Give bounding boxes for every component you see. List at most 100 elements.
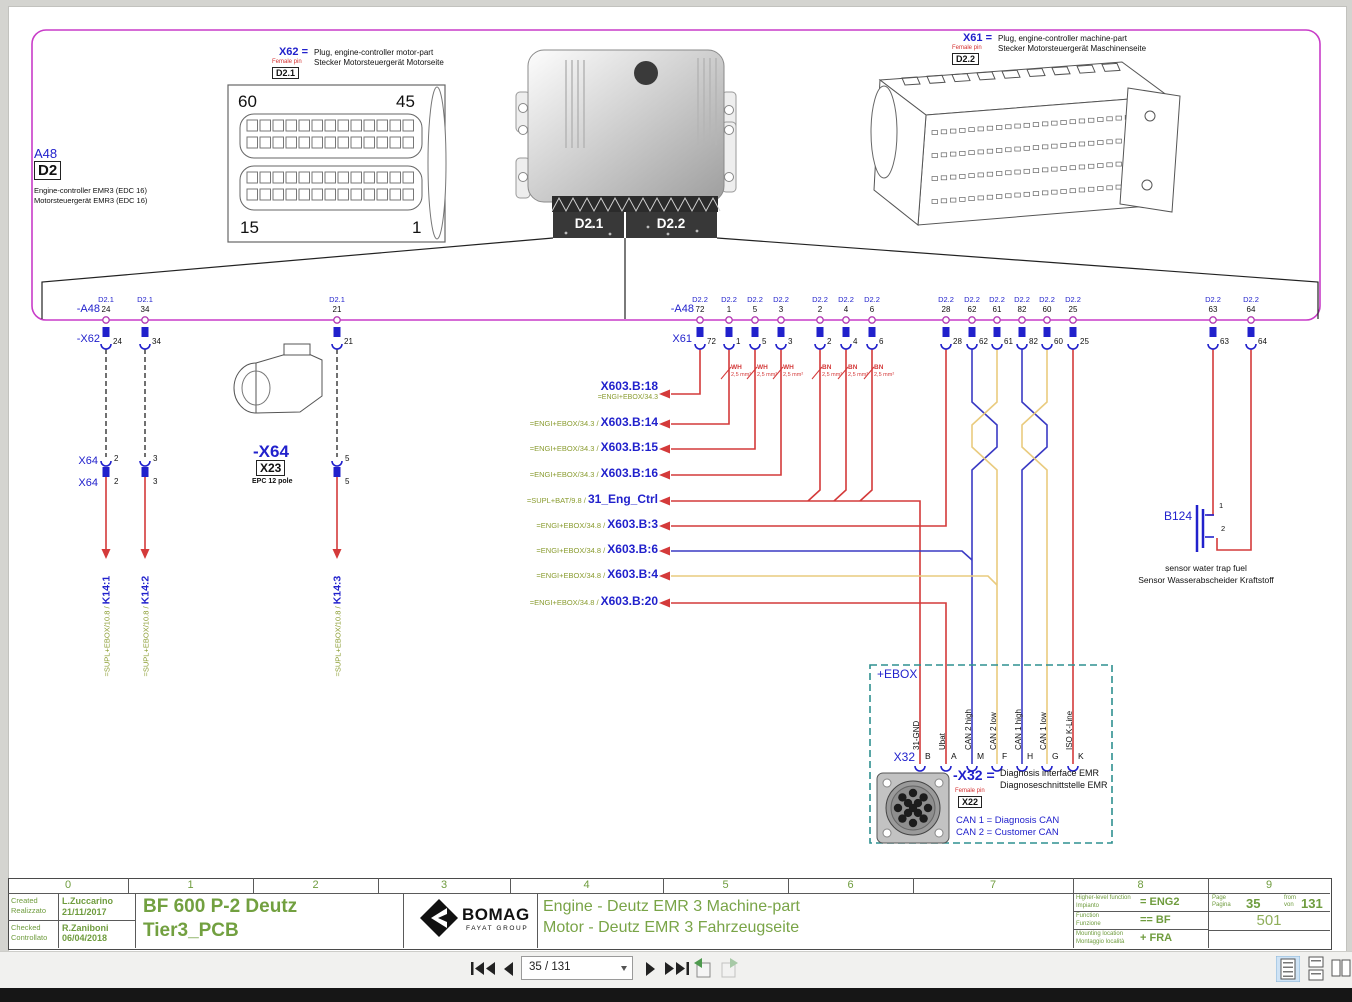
pin-bus-label: D2.2 (747, 295, 763, 304)
plug-pin-number: 28 (953, 337, 962, 346)
a48-block: A48 D2 Engine-controller EMR3 (EDC 16) M… (34, 146, 204, 206)
pin-number: 1 (726, 305, 732, 314)
vertical-label-part: =SUPL+EBOX/10.8 / (141, 603, 150, 676)
continuous-view-button[interactable] (1305, 956, 1327, 982)
pin-number: 6 (869, 305, 875, 314)
plug-pin-number: 25 (1080, 337, 1089, 346)
x32-pin-letter: H (1027, 751, 1034, 761)
dropdown-caret-icon (621, 966, 627, 971)
signal-label: CAN 2 low (986, 670, 998, 750)
title-block-line (8, 920, 135, 921)
wire-color-label: WH (757, 364, 768, 371)
pin-bus-label: D2.2 (692, 295, 708, 304)
title-block-line (135, 894, 136, 948)
plug-pin-number: 21 (344, 337, 353, 346)
net-label: =ENGI+EBOX/34.8 / X603.B:20 (530, 595, 658, 608)
pin-bus-label: D2.2 (1243, 295, 1259, 304)
pin-bus-label: D2.2 (1205, 295, 1221, 304)
title-block-line (403, 894, 404, 948)
pin-number: 63 (1208, 305, 1218, 314)
dest-label: =SUPL+EBOX/10.8 / K14:2 (138, 561, 151, 676)
diagram-shape (721, 962, 736, 978)
x61-ref-box: D2.2 (952, 53, 980, 65)
grid-column-label: 6 (847, 879, 854, 891)
pin-number: 2 (817, 305, 823, 314)
title-block-line (1073, 894, 1074, 948)
pin-number: 61 (992, 305, 1002, 314)
left-device-label: -A48 (76, 303, 100, 315)
diagram-shape (1283, 966, 1293, 968)
grid-column-label: 8 (1137, 879, 1144, 891)
diagram-shape (1283, 975, 1293, 977)
pin-bus-label: D2.2 (1065, 295, 1081, 304)
grid-column-label: 1 (187, 879, 194, 891)
pin-bus-label: D2.2 (1039, 295, 1055, 304)
x61-female-pin: Female pin (952, 45, 982, 51)
previous-page-button-icon (504, 962, 513, 976)
x32-note: -X32 = Diagnosis interface EMR Diagnoses… (953, 765, 1113, 845)
x32-pin-letter: F (1002, 751, 1008, 761)
net-label: =ENGI+EBOX/34.8 / X603.B:4 (536, 568, 658, 581)
title-block-line (788, 878, 789, 893)
net-label-part: =ENGI+EBOX/34.8 / (529, 598, 601, 607)
net-label-part: =ENGI+EBOX/34.8 / (536, 521, 608, 530)
signal-label: Ubat (935, 670, 947, 750)
net-label-part: =ENGI+EBOX/34.3 (597, 394, 658, 401)
x62-ref-box: D2.1 (272, 67, 300, 79)
next-page-button[interactable] (643, 960, 657, 977)
vertical-label-part: K14:1 (100, 575, 112, 604)
previous-page-button[interactable] (502, 960, 516, 977)
diagram-shape (475, 962, 484, 975)
diagram-shape (676, 962, 685, 975)
b124-caption-en: sensor water trap fuel (1165, 563, 1247, 573)
continuous-view-button-icon (1308, 956, 1324, 981)
pin-number: 72 (695, 305, 705, 314)
plug-pin-number: 72 (707, 337, 716, 346)
x32-label: X32 (893, 750, 915, 764)
pdf-page (8, 6, 1347, 953)
net-label-part: X603.B:6 (607, 542, 658, 556)
previous-view-button[interactable] (692, 957, 714, 979)
wire-color-label: WH (731, 364, 742, 371)
page-number: 35 (1246, 896, 1261, 911)
vertical-label-part: CAN 2 low (989, 712, 998, 750)
last-page-button[interactable] (664, 960, 690, 977)
vertical-label-part: =SUPL+EBOX/10.8 / (333, 603, 342, 676)
plug-pin-number: 1 (736, 337, 741, 346)
net-label: =ENGI+EBOX/34.3 / X603.B:14 (530, 416, 658, 429)
title-block-line (128, 878, 129, 893)
created-date: 21/11/2017 (62, 907, 107, 917)
next-view-button[interactable] (718, 957, 740, 979)
x64-pin-number: 5 (345, 454, 350, 463)
diagram-shape (1341, 959, 1351, 977)
pin-number: 28 (941, 305, 951, 314)
diagram-shape (471, 962, 474, 975)
checked-by: R.Zaniboni (62, 923, 109, 933)
b124-label: B124 (1163, 509, 1192, 523)
x64-row-label-1: X64 (78, 455, 98, 467)
page-indicator: 35 / 131 (529, 961, 571, 973)
created-label-it: Realizzato (11, 906, 47, 915)
signal-label: CAN 1 low (1036, 670, 1048, 750)
signal-label: CAN 2 high (961, 670, 973, 750)
x32-desc-en: Diagnosis interface EMR (1000, 768, 1100, 778)
diagram-shape (504, 962, 513, 976)
net-label: =ENGI+EBOX/34.3 / X603.B:15 (530, 441, 658, 454)
diagram-shape (665, 962, 674, 975)
net-label-part: =ENGI+EBOX/34.3 / (529, 470, 601, 479)
sheet-title-de: Motor - Deutz EMR 3 Fahrzeugseite (543, 919, 800, 936)
dest-label: =SUPL+EBOX/10.8 / K14:1 (99, 561, 112, 676)
first-page-button[interactable] (470, 960, 496, 977)
title-block-line (1073, 878, 1074, 893)
two-page-view-button[interactable] (1331, 956, 1352, 982)
grid-column-label: 2 (312, 879, 319, 891)
wire-color-label: WH (783, 364, 794, 371)
pin-bus-label: D2.2 (838, 295, 854, 304)
x64-pin-number: 5 (345, 477, 350, 486)
title-block-line (253, 878, 254, 893)
fn-row1-label-it: Funzione (1076, 921, 1101, 927)
single-page-view-button[interactable] (1275, 955, 1301, 983)
diagram-shape (1311, 960, 1321, 962)
pin-number: 4 (843, 305, 849, 314)
page-number-dropdown[interactable]: 35 / 131 (521, 956, 633, 980)
